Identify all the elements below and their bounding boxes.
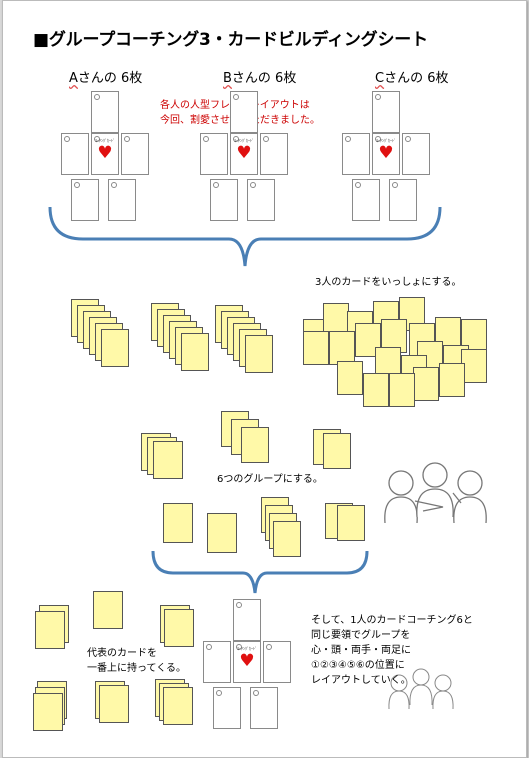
rep-1-card xyxy=(35,611,65,649)
rep-5-card xyxy=(99,685,129,723)
final-right-leg-card xyxy=(250,687,278,729)
person-a-center-card: ｺｰﾁﾝｸﾞｶｰﾄﾞ♥ xyxy=(91,133,119,175)
person-b-left-leg-card xyxy=(210,179,238,221)
merged-card xyxy=(461,349,487,383)
person-b-left-arm-card xyxy=(200,133,228,175)
person-a-right-leg-card xyxy=(108,179,136,221)
group-4-card xyxy=(163,503,193,543)
group-3-card xyxy=(323,433,351,469)
rep-4-card xyxy=(33,693,63,731)
merged-card xyxy=(363,373,389,407)
group-caption: 6つのグループにする。 xyxy=(217,474,323,485)
merged-card xyxy=(303,331,329,365)
merged-card xyxy=(337,361,363,395)
person-b-right-leg-card xyxy=(247,179,275,221)
brackets-and-figures xyxy=(48,206,487,710)
rep-2-card xyxy=(93,591,123,629)
final-right-arm-card xyxy=(263,641,291,683)
person-c-left-arm-card xyxy=(342,133,370,175)
group-5-card xyxy=(273,521,301,557)
rep-6-card xyxy=(163,687,193,725)
person-c-head-card xyxy=(372,91,400,133)
heart-icon: ♥ xyxy=(239,651,255,671)
pile-b-card xyxy=(181,333,209,371)
person-b-center-card: ｺｰﾁﾝｸﾞｶｰﾄﾞ♥ xyxy=(230,133,258,175)
person-a-right-arm-card xyxy=(121,133,149,175)
center-card-text: ｺｰﾁﾝｸﾞｶｰﾄﾞ xyxy=(237,646,257,651)
merged-card xyxy=(439,363,465,397)
heart-icon: ♥ xyxy=(97,143,113,163)
person-a-left-leg-card xyxy=(71,179,99,221)
person-a-head-card xyxy=(91,91,119,133)
merge-bracket xyxy=(48,206,442,267)
rep-3-card xyxy=(164,609,194,647)
person-c-right-arm-card xyxy=(402,133,430,175)
group-2-card xyxy=(241,427,269,463)
final-left-arm-card xyxy=(203,641,231,683)
center-card-text: ｺｰﾁﾝｸﾞｶｰﾄﾞ xyxy=(234,138,254,143)
group-4-card xyxy=(207,513,237,553)
final-head-card xyxy=(233,599,261,641)
representative-caption: 代表のカードを一番上に持ってくる。 xyxy=(87,648,186,674)
group-1-card xyxy=(153,441,183,479)
sheet-title: ■グループコーチング3・カードビルディングシート xyxy=(33,30,428,50)
people-figures xyxy=(384,462,487,524)
group-bracket xyxy=(151,550,369,594)
final-center-card: ｺｰﾁﾝｸﾞｶｰﾄﾞ♥ xyxy=(233,641,261,683)
final-left-leg-card xyxy=(213,687,241,729)
center-card-text: ｺｰﾁﾝｸﾞｶｰﾄﾞ xyxy=(376,138,396,143)
person-c-left-leg-card xyxy=(352,179,380,221)
group-6-card xyxy=(337,505,365,541)
people-figures-small xyxy=(388,668,454,710)
pile-a-card xyxy=(101,329,129,367)
person-b-head-card xyxy=(230,91,258,133)
person-b-right-arm-card xyxy=(260,133,288,175)
person-c-right-leg-card xyxy=(389,179,417,221)
center-card-text: ｺｰﾁﾝｸﾞｶｰﾄﾞ xyxy=(95,138,115,143)
person-a-left-arm-card xyxy=(61,133,89,175)
heart-icon: ♥ xyxy=(236,143,252,163)
person-a-label: Aさんの 6枚 xyxy=(69,71,143,86)
heart-icon: ♥ xyxy=(378,143,394,163)
person-b-label: Bさんの 6枚 xyxy=(223,71,297,86)
merged-card xyxy=(389,373,415,407)
pile-c-card xyxy=(245,335,273,373)
merge-caption: 3人のカードをいっしょにする。 xyxy=(315,277,462,288)
person-c-label: Cさんの 6枚 xyxy=(375,71,449,86)
person-c-center-card: ｺｰﾁﾝｸﾞｶｰﾄﾞ♥ xyxy=(372,133,400,175)
